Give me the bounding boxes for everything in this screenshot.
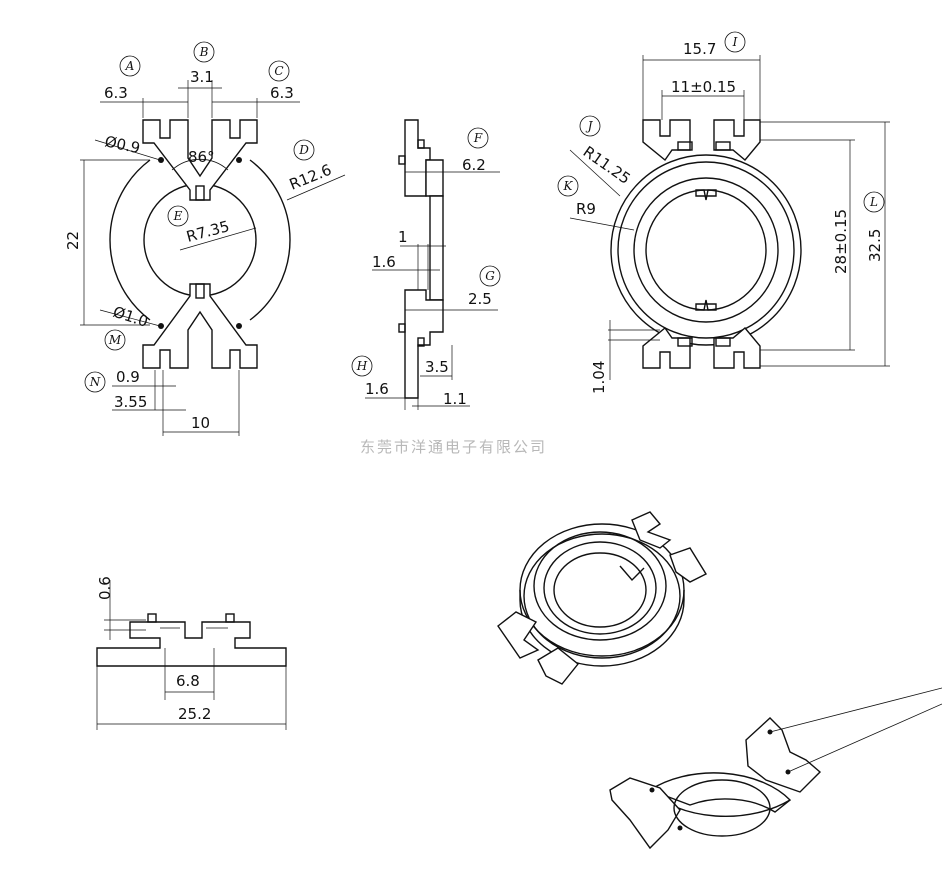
dim-0-6: 0.6 <box>96 576 114 600</box>
svg-text:H: H <box>356 359 368 373</box>
svg-text:G: G <box>485 269 495 283</box>
dim-32-5: 32.5 <box>866 229 884 262</box>
dim-22: 22 <box>64 231 82 250</box>
ring-left-outer-arc <box>109 159 151 321</box>
label-m: M <box>104 329 126 351</box>
dim-1-1: 1.1 <box>443 390 467 408</box>
hole-top-left <box>158 157 164 163</box>
asm-bottom-right-tab <box>713 327 761 369</box>
dim-11: 11±0.15 <box>671 78 736 96</box>
dim-6-3-left: 6.3 <box>104 84 128 102</box>
inner-ring-1 <box>633 177 779 323</box>
ring-right-outer-arc <box>249 159 291 321</box>
label-l: L <box>863 191 885 213</box>
side-middle-web <box>429 195 444 301</box>
label-g: G <box>479 265 501 287</box>
dim-2-5: 2.5 <box>468 290 492 308</box>
front-bottom-tab-pair <box>142 283 258 369</box>
front-top-tab-pair <box>142 119 258 201</box>
svg-text:C: C <box>274 64 283 78</box>
svg-text:F: F <box>473 131 483 145</box>
svg-text:K: K <box>563 179 574 193</box>
isometric-assembly <box>497 511 707 685</box>
dim-3-55: 3.55 <box>114 393 147 411</box>
side-top-web <box>425 159 444 197</box>
isometric-half <box>609 687 942 850</box>
svg-text:J: J <box>585 119 594 133</box>
dim-r9: R9 <box>576 200 596 218</box>
hole-bottom-left <box>158 323 164 329</box>
svg-text:N: N <box>89 375 101 389</box>
dim-10: 10 <box>191 414 210 432</box>
dim-hole-1-0: Ø1.0 <box>111 303 150 331</box>
outer-ring-1 <box>610 154 802 346</box>
svg-text:M: M <box>108 333 122 347</box>
company-watermark: 东莞市洋通电子有限公司 <box>360 438 547 456</box>
dim-3-5: 3.5 <box>425 358 449 376</box>
label-j: J <box>579 115 601 137</box>
label-i: I <box>724 31 746 53</box>
dim-28: 28±0.15 <box>832 209 850 274</box>
dim-hole-0-9: Ø0.9 <box>103 132 142 157</box>
dim-25-2: 25.2 <box>178 705 211 723</box>
dim-r7-35: R7.35 <box>184 217 231 246</box>
bottom-profile <box>96 621 287 667</box>
dim-1-6-bottom: 1.6 <box>365 380 389 398</box>
label-c: C <box>268 60 290 82</box>
assembly-view: 15.7 11±0.15 R11.25 R9 28±0.15 32.5 1.04… <box>557 31 890 394</box>
dim-1: 1 <box>398 228 408 246</box>
dim-6-8: 6.8 <box>176 672 200 690</box>
asm-bottom-left-tab <box>642 326 691 369</box>
label-d: D <box>293 139 315 161</box>
svg-text:A: A <box>125 59 135 73</box>
dim-r11-25: R11.25 <box>580 143 634 188</box>
label-a: A <box>119 55 141 77</box>
side-view: 6.2 1 1.6 2.5 3.5 1.6 1.1 F G H <box>351 119 501 410</box>
label-k: K <box>557 175 579 197</box>
outer-ring-2 <box>617 161 795 339</box>
label-b: B <box>193 41 215 63</box>
hole-top-right <box>236 157 242 163</box>
front-bottom-slot <box>195 283 205 299</box>
dim-6-2: 6.2 <box>462 156 486 174</box>
label-f: F <box>467 127 489 149</box>
bottom-view: 0.6 6.8 25.2 <box>96 576 287 730</box>
svg-text:D: D <box>298 143 309 157</box>
label-n: N <box>84 371 106 393</box>
svg-text:E: E <box>173 209 183 223</box>
label-h: H <box>351 355 373 377</box>
dim-15-7: 15.7 <box>683 40 716 58</box>
dim-0-9: 0.9 <box>116 368 140 386</box>
asm-top-right-tab <box>713 119 761 161</box>
dim-1-6-top: 1.6 <box>372 253 396 271</box>
asm-top-left-tab <box>642 119 691 162</box>
hole-bottom-right <box>236 323 242 329</box>
dim-3-1: 3.1 <box>190 68 214 86</box>
svg-text:I: I <box>732 35 738 49</box>
svg-text:B: B <box>199 45 209 59</box>
dim-1-04: 1.04 <box>590 361 608 394</box>
front-view: 6.3 3.1 6.3 Ø0.9 86° R12.6 R7.35 22 Ø1.0… <box>64 41 346 436</box>
dim-angle-86: 86° <box>188 148 215 166</box>
dim-r12-6: R12.6 <box>287 161 334 194</box>
label-e: E <box>167 205 189 227</box>
inner-ring-2 <box>645 189 767 311</box>
front-top-slot <box>195 185 205 201</box>
dim-6-3-right: 6.3 <box>270 84 294 102</box>
svg-text:L: L <box>869 195 878 209</box>
angle-arc <box>171 158 229 171</box>
